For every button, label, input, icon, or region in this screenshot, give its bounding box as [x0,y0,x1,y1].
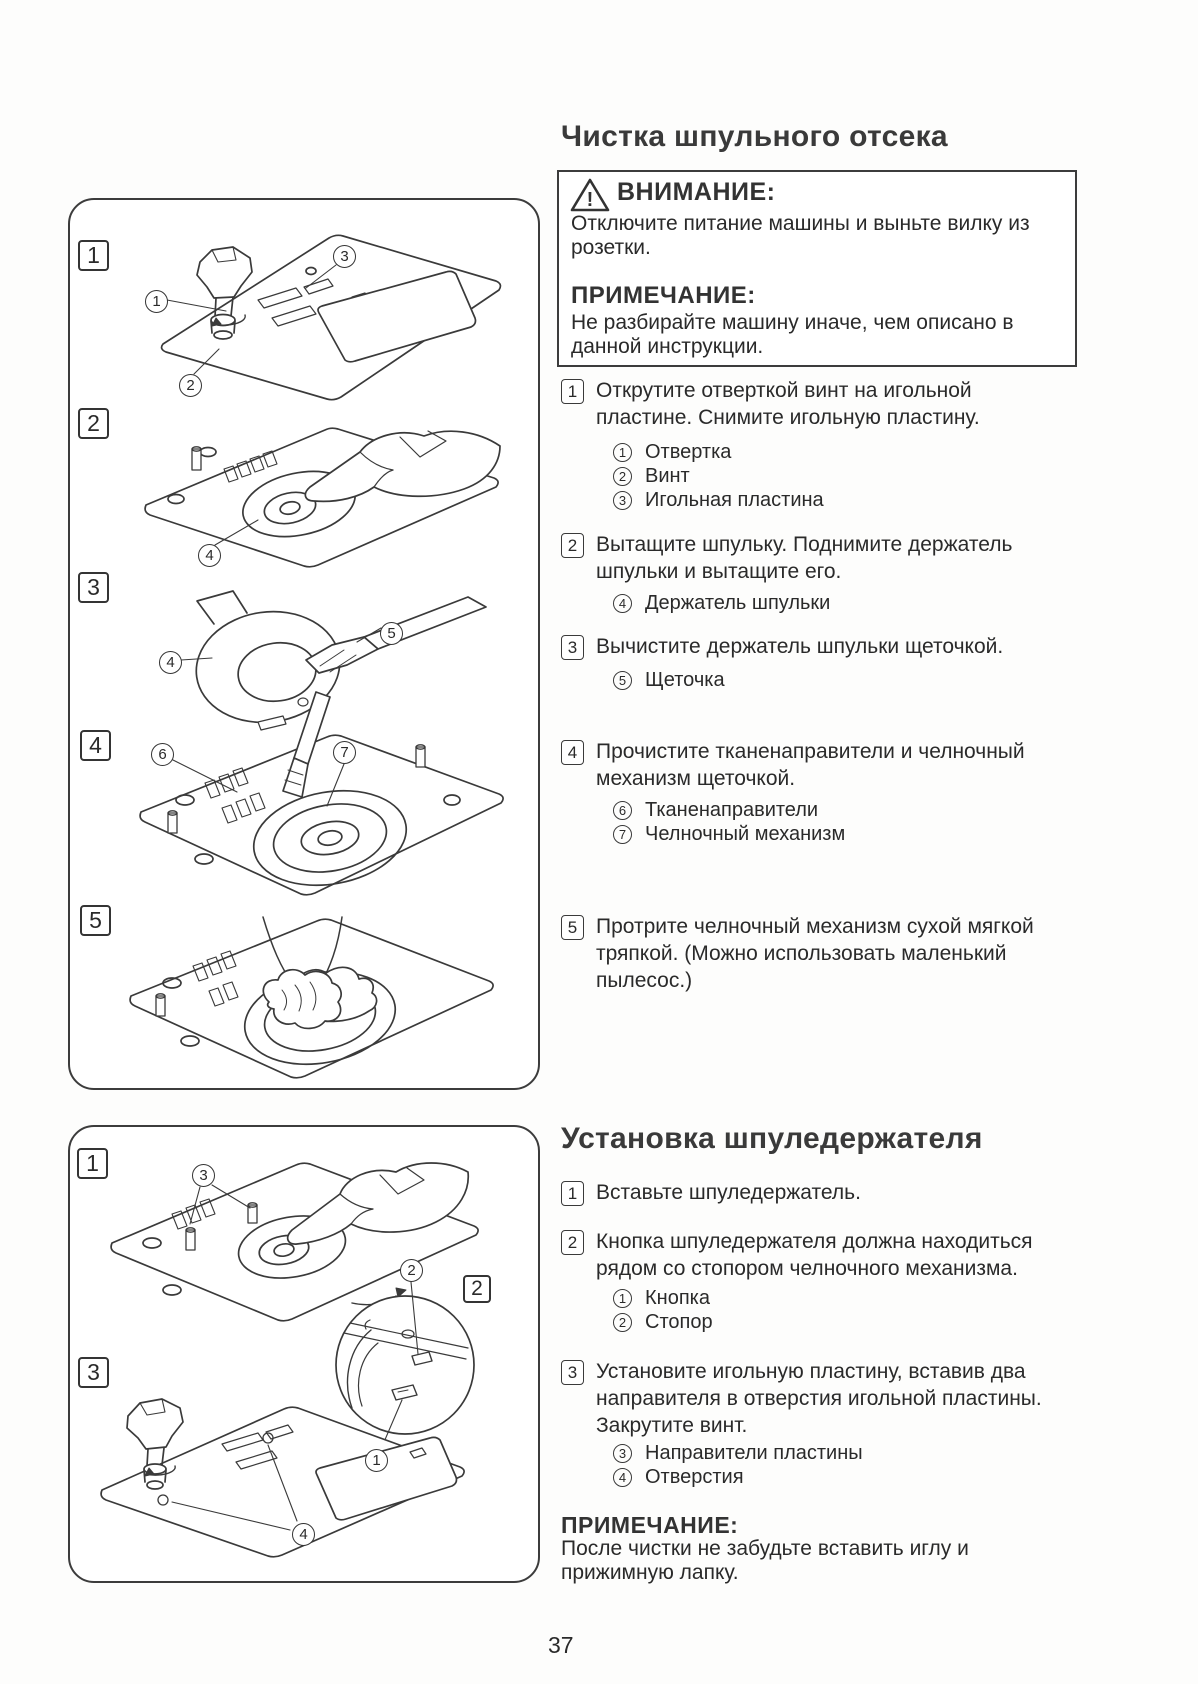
install-step3-marker: 3 [561,1360,584,1385]
callout-bobbin-holder-a: 4 [198,544,221,567]
part-number: 4 [613,1468,632,1487]
step5-marker: 5 [561,915,584,940]
part-label: Отвертка [645,441,732,463]
part-number: 3 [613,491,632,510]
illustrations-cleaning [129,234,504,1079]
callout-hook-race: 7 [333,741,356,764]
cover-plate [317,270,477,363]
callout-fabric-guides: 6 [151,743,174,766]
install-step2-marker: 2 [561,1230,584,1255]
install-figure2-step-marker: 2 [463,1275,491,1303]
fig-brush-hook-race [139,691,504,896]
part-number: 2 [613,467,632,486]
figure2-step-marker: 2 [78,408,109,439]
figure3-step-marker: 3 [78,572,109,603]
screwdriver-handle [126,1398,184,1450]
part-number: 4 [613,594,632,613]
part-number: 1 [613,1289,632,1308]
part-number: 6 [613,801,632,820]
install-step1-text: Вставьте шпуледержатель. [596,1181,861,1204]
step1-marker: 1 [561,379,584,404]
page-number: 37 [548,1632,574,1658]
callout-holes: 4 [292,1523,315,1546]
hand [304,430,501,503]
callout-plate-guides: 3 [192,1164,215,1187]
part-number: 5 [613,671,632,690]
install-figure1-step-marker: 1 [77,1148,108,1179]
step4-text: Прочистите тканенаправители и челночный … [596,740,1025,790]
section2-title: Установка шпуледержателя [561,1122,983,1155]
illustrations-install [100,1162,479,1558]
needle-plate [139,734,504,896]
part-label: Игольная пластина [645,489,824,511]
install-step1-marker: 1 [561,1181,584,1206]
part-label: Щеточка [645,669,725,691]
callout-screwdriver: 1 [145,290,168,313]
fig-wipe-cloth [129,916,494,1079]
part-label: Направители пластины [645,1442,863,1464]
part-row: 3 Направители пластины [613,1442,863,1465]
fig-remove-bobbin [144,427,501,568]
part-row: 2 Винт [613,465,690,488]
part-row: 1 Кнопка [613,1287,710,1310]
part-row: 4 Отверстия [613,1466,744,1489]
note-text: После чистки не забудьте вставить иглу и… [561,1537,969,1584]
callout-knob: 1 [365,1449,388,1472]
install-step3-text: Установите игольную пластину, вставив дв… [596,1360,1042,1437]
part-row: 7 Челночный механизм [613,823,845,846]
cover-plate [315,1436,458,1521]
part-label: Винт [645,465,690,487]
fig-magnified-stopper [335,1281,475,1450]
step2-text: Вытащите шпульку. Поднимите держатель шп… [596,533,1013,583]
figure5-step-marker: 5 [80,905,111,936]
part-row: 6 Тканенаправители [613,799,818,822]
warning-box: ! ВНИМАНИЕ: Отключите питание машины и в… [557,170,1077,367]
step3-marker: 3 [561,635,584,660]
part-number: 2 [613,1313,632,1332]
callout-bobbin-holder-b: 4 [159,651,182,674]
warning-note-heading: ПРИМЕЧАНИЕ: [571,282,756,309]
step4-marker: 4 [561,740,584,765]
part-label: Челночный механизм [645,823,846,845]
install-figure3-step-marker: 3 [78,1357,109,1388]
part-row: 3 Игольная пластина [613,489,824,512]
figure1-step-marker: 1 [78,240,109,271]
screwdriver-handle [196,246,253,299]
part-number: 3 [613,1444,632,1463]
callout-brush: 5 [380,622,403,645]
step1-text: Открутите отверткой винт на игольной пла… [596,379,980,429]
fig-brush-bobbin-holder [180,590,487,731]
part-label: Отверстия [645,1466,744,1488]
callout-needle-plate: 3 [333,245,356,268]
figure4-step-marker: 4 [80,730,111,761]
fig-unscrew-needle-plate [160,234,502,401]
callout-stopper: 2 [400,1259,423,1282]
hand [286,1162,470,1245]
part-number: 1 [613,443,632,462]
callout-screw: 2 [179,374,202,397]
warning-heading: ВНИМАНИЕ: [617,178,776,206]
part-label: Держатель шпульки [645,592,831,614]
step5-text: Протрите челночный механизм сухой мягкой… [596,915,1034,992]
part-number: 7 [613,825,632,844]
part-label: Тканенаправители [645,799,819,821]
part-row: 4 Держатель шпульки [613,592,830,615]
part-row: 1 Отвертка [613,441,731,464]
step2-marker: 2 [561,533,584,558]
svg-text:!: ! [587,189,594,211]
part-label: Стопор [645,1311,713,1333]
section1-title: Чистка шпульного отсека [561,120,948,153]
part-row: 5 Щеточка [613,669,725,692]
warning-text: Отключите питание машины и выньте вилку … [571,212,1030,259]
fig-insert-holder [110,1162,479,1322]
part-label: Кнопка [645,1287,710,1309]
part-row: 2 Стопор [613,1311,713,1334]
fig-screw-plate [100,1398,465,1558]
warning-triangle-icon: ! [570,178,610,212]
step3-text: Вычистите держатель шпульки щеточкой. [596,635,1004,658]
note-heading: ПРИМЕЧАНИЕ: [561,1512,739,1538]
warning-note-text: Не разбирайте машину иначе, чем описано … [571,311,1014,358]
install-step2-text: Кнопка шпуледержателя должна находиться … [596,1230,1033,1280]
